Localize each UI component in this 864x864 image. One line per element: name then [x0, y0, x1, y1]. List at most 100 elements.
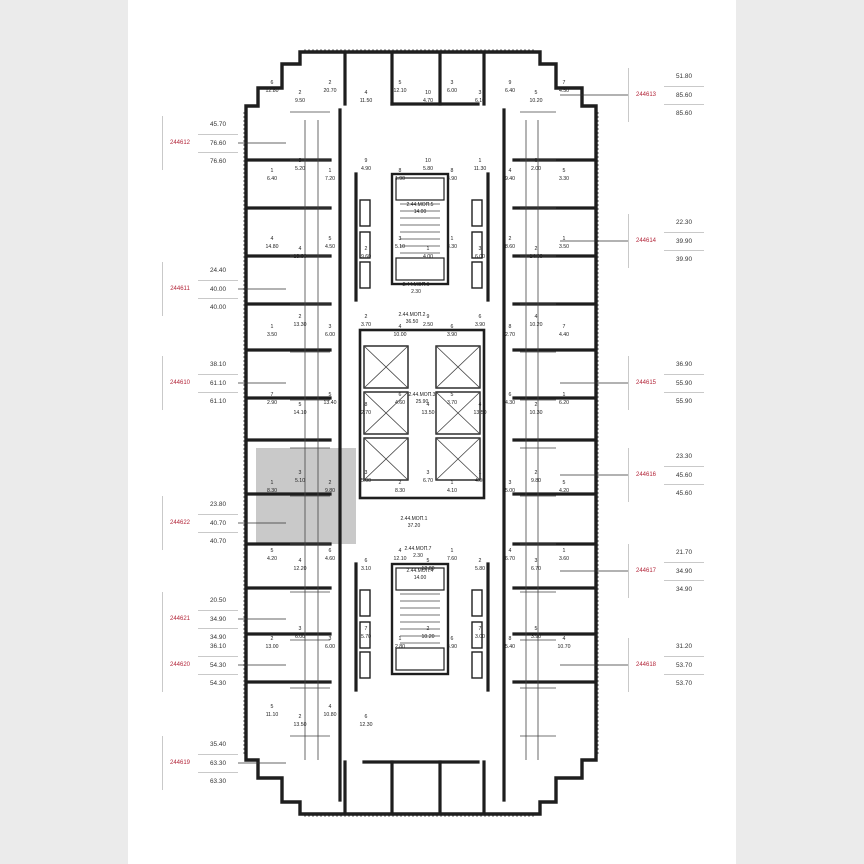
room-number: 2 [365, 246, 368, 252]
room-area: 5.10 [395, 244, 405, 250]
room-number: 6 [365, 558, 368, 564]
room-number: 1 [479, 470, 482, 476]
shaft [363, 391, 409, 435]
room-label: 53.70 [447, 392, 457, 406]
apartment-value-1: 21.70 [676, 549, 692, 556]
room-label: 64.30 [505, 392, 515, 406]
room-area: 14.10 [294, 410, 307, 416]
shaft [359, 651, 371, 679]
common-area-labels: 2.44.МОП.514.002.44.МОП.62.302.44.МОП.23… [399, 202, 436, 581]
shaft [395, 257, 445, 281]
room-number: 7 [365, 626, 368, 632]
shaft [471, 261, 483, 289]
shaft [358, 328, 486, 500]
apartment-code: 244615 [628, 356, 663, 410]
room-label: 411.50 [360, 90, 373, 104]
mop-code: 2.44.МОП.3 [409, 392, 436, 398]
shaft [435, 437, 481, 481]
room-number: 2 [299, 314, 302, 320]
apartment-code: 244617 [628, 544, 663, 598]
room-label: 213.30 [294, 314, 307, 328]
room-number: 4 [365, 90, 368, 96]
room-label: 64.60 [325, 548, 335, 562]
room-area: 6.20 [559, 400, 569, 406]
room-number: 6 [509, 392, 512, 398]
room-area: 5.00 [361, 478, 371, 484]
room-number: 3 [329, 324, 332, 330]
room-area: 13.50 [422, 410, 435, 416]
room-label: 23.70 [361, 314, 371, 328]
apartment-value-2: 61.10 [198, 374, 238, 392]
room-area: 11.30 [474, 166, 487, 172]
room-label: 28.60 [505, 236, 515, 250]
apartment-value-3: 40.70 [198, 532, 238, 550]
room-number: 3 [365, 470, 368, 476]
mop-area: 25.90 [416, 399, 429, 405]
room-label: 410.70 [558, 636, 571, 650]
apartment-value-2: 40.00 [198, 280, 238, 298]
apartment-code: 244611 [162, 262, 197, 316]
room-label: 105.80 [423, 158, 433, 172]
room-area: 13.30 [294, 322, 307, 328]
room-number: 8 [509, 324, 512, 330]
apartment-code: 244622 [162, 496, 197, 550]
room-area: 5.80 [475, 566, 485, 572]
mop-label: 2.44.МОП.325.90 [409, 392, 436, 405]
room-number: 6 [399, 392, 402, 398]
room-label: 35.10 [395, 236, 405, 250]
room-label: 92.50 [423, 314, 433, 328]
room-label: 510.20 [530, 90, 543, 104]
room-label: 36.00 [325, 636, 335, 650]
room-label: 220.70 [324, 80, 337, 94]
apartment-value-3: 39.90 [664, 250, 704, 268]
room-label: 512.10 [394, 80, 407, 94]
room-number: 1 [451, 236, 454, 242]
room-number: 5 [451, 392, 454, 398]
shaft [359, 621, 371, 649]
room-area: 10.80 [324, 712, 337, 718]
room-number: 3 [329, 636, 332, 642]
room-label: 54.20 [267, 548, 277, 562]
room-number: 1 [563, 392, 566, 398]
apartment-value-1: 36.90 [676, 361, 692, 368]
apartment-value-3: 55.90 [664, 392, 704, 410]
room-number: 1 [563, 236, 566, 242]
room-label: 512.80 [422, 558, 435, 572]
room-area: 6.70 [505, 556, 515, 562]
room-number: 5 [271, 548, 274, 554]
room-area: 2.70 [505, 332, 515, 338]
room-label: 210.30 [530, 402, 543, 416]
room-area: 4.40 [559, 332, 569, 338]
room-label: 213.50 [294, 714, 307, 728]
room-label: 28.30 [395, 480, 405, 494]
room-label: 514.10 [294, 402, 307, 416]
room-number: 4 [509, 168, 512, 174]
room-label: 35.10 [295, 470, 305, 484]
room-number: 4 [399, 324, 402, 330]
room-label: 72.90 [267, 392, 277, 406]
room-number: 2 [509, 236, 512, 242]
room-area: 3.10 [361, 566, 371, 572]
room-number: 6 [329, 548, 332, 554]
room-area: 7.60 [447, 556, 457, 562]
room-label: 213.00 [266, 636, 279, 650]
room-number: 5 [563, 168, 566, 174]
shaft [471, 589, 483, 617]
room-number: 4 [427, 402, 430, 408]
room-area: 4.50 [325, 244, 335, 250]
apartment-value-3: 85.60 [664, 104, 704, 122]
room-area: 6.40 [505, 88, 515, 94]
room-number: 2 [479, 558, 482, 564]
room-label: 214.00 [530, 246, 543, 260]
room-area: 8.30 [267, 488, 277, 494]
room-number: 4 [563, 636, 566, 642]
room-area: 5.20 [295, 166, 305, 172]
room-label: 410.20 [530, 314, 543, 328]
room-number: 2 [399, 480, 402, 486]
room-area: 5.00 [505, 488, 515, 494]
room-area: 5.40 [505, 644, 515, 650]
